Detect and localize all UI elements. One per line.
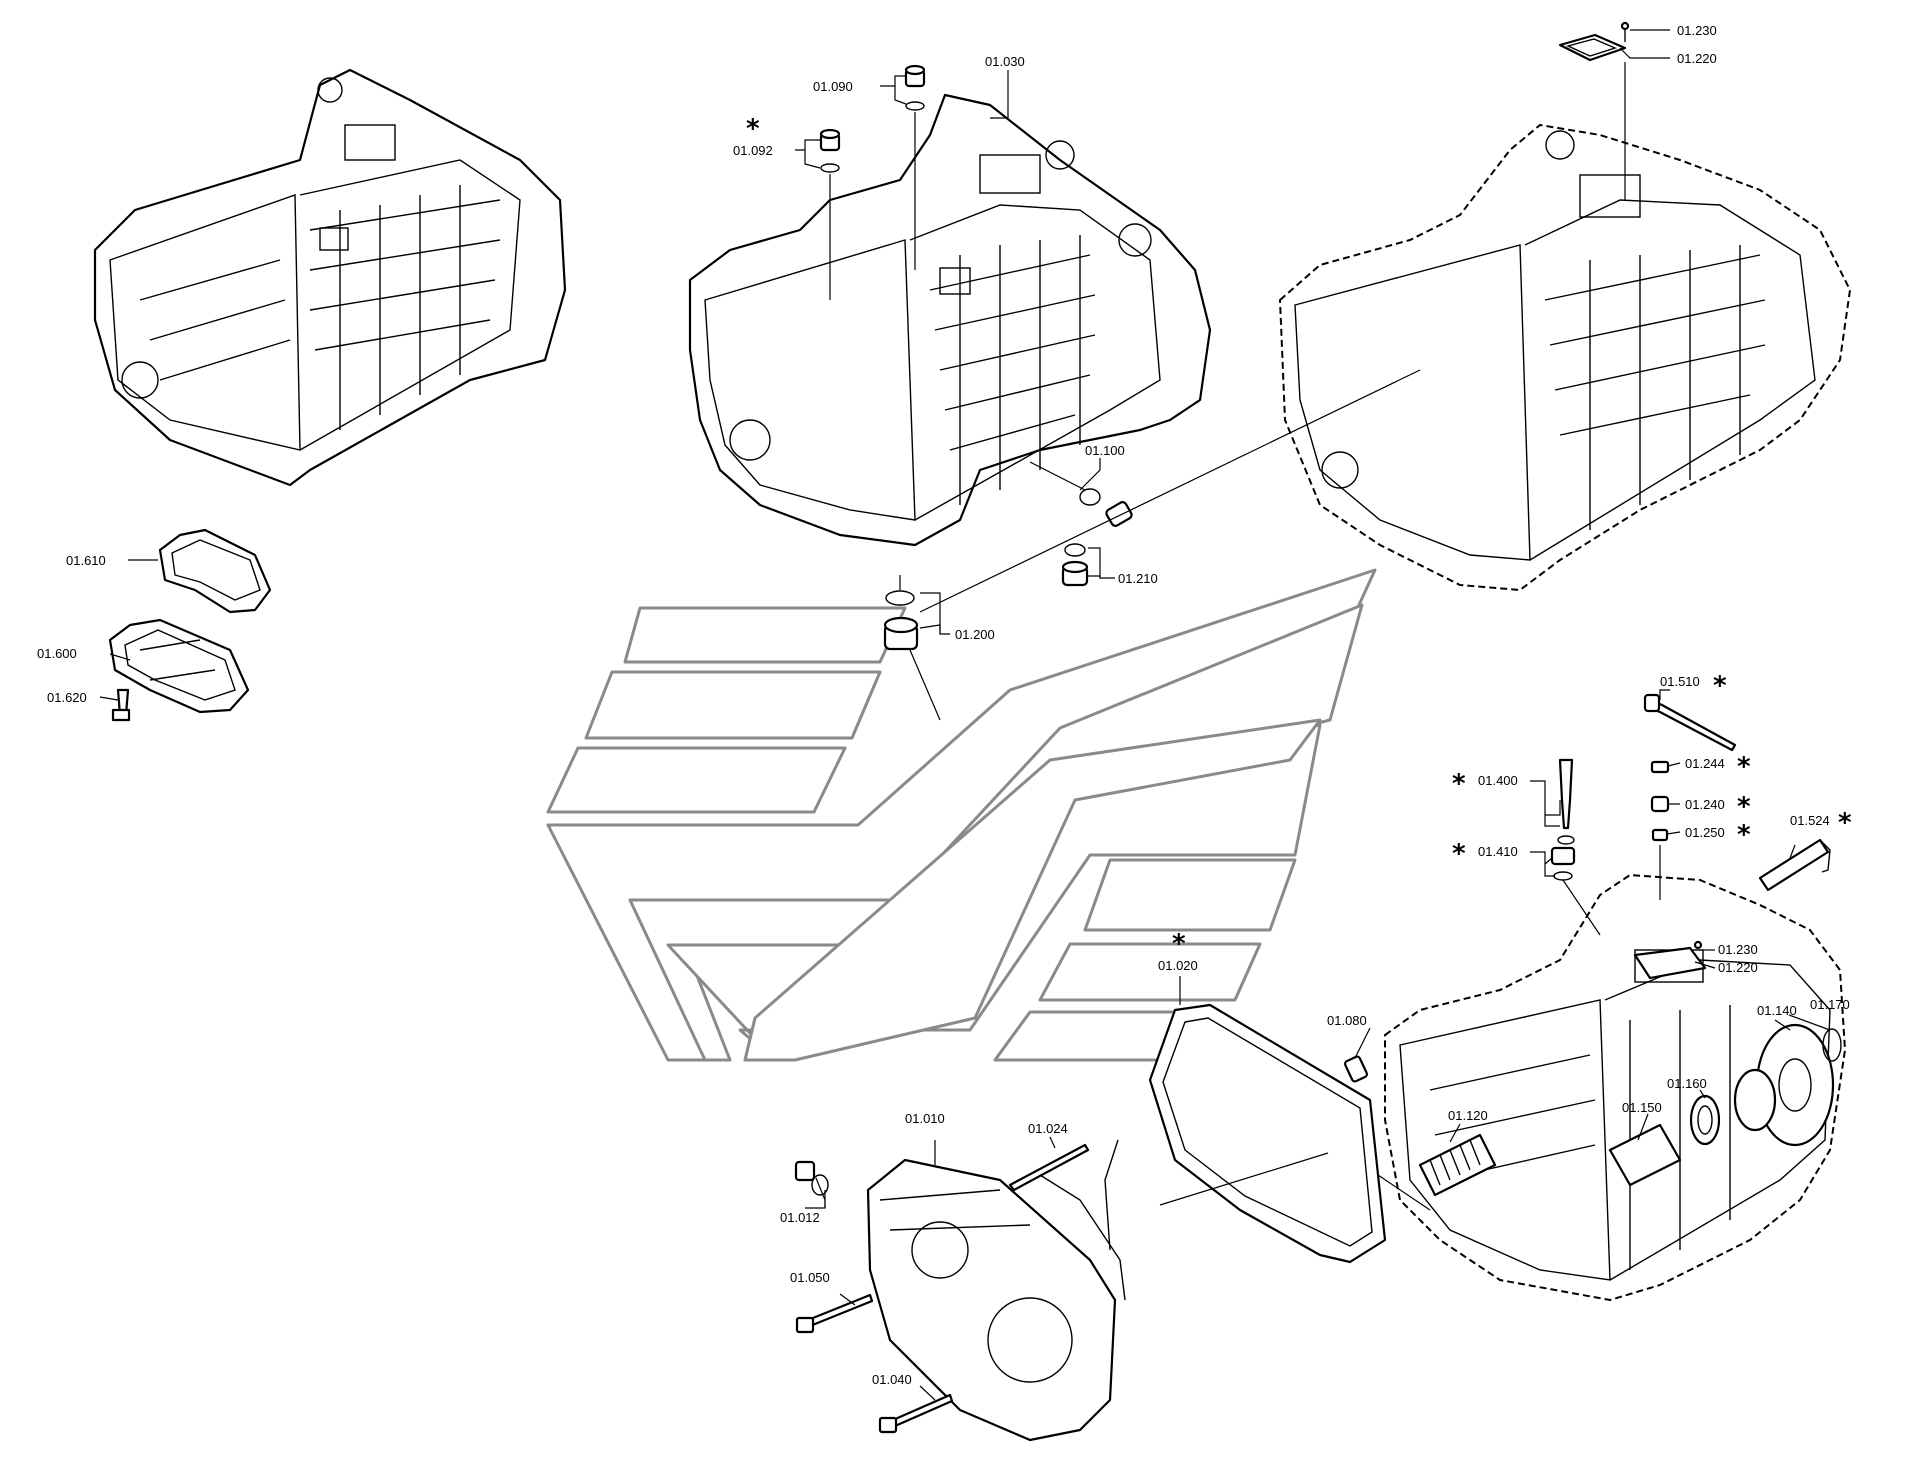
callout-01-620: 01.620	[47, 690, 87, 705]
small-parts-right	[1343, 693, 1842, 1197]
callout-01-230-right: 01.230	[1718, 942, 1758, 957]
clip-01-524	[1758, 838, 1830, 892]
background-logo	[546, 568, 1377, 1062]
bolt-01-040	[891, 1393, 954, 1428]
gearbox-housing-01-030	[688, 93, 1212, 547]
callout-01-020: 01.020	[1158, 958, 1198, 973]
cover-plate-01-220	[1558, 33, 1627, 62]
cover-gasket-01-610	[158, 528, 272, 614]
callout-01-050: 01.050	[790, 1270, 830, 1285]
callout-01-140: 01.140	[1757, 1003, 1797, 1018]
asterisk-01-400: *	[1452, 769, 1466, 799]
callout-01-080: 01.080	[1327, 1013, 1367, 1028]
callout-01-030: 01.030	[985, 54, 1025, 69]
callout-01-400: 01.400	[1478, 773, 1518, 788]
asterisk-01-250: *	[1737, 820, 1751, 850]
cover-plate-01-220-right	[1633, 946, 1707, 980]
screw-01-230	[1620, 21, 1630, 31]
asterisk-01-244: *	[1737, 752, 1751, 782]
callout-01-150: 01.150	[1622, 1100, 1662, 1115]
plug-01-012	[794, 1160, 816, 1182]
asterisk-01-524: *	[1838, 808, 1852, 838]
asterisk-01-510: *	[1713, 671, 1727, 701]
seal-ring-01-210	[1064, 543, 1086, 557]
ring-01-250	[1651, 828, 1669, 842]
callout-01-250: 01.250	[1685, 825, 1725, 840]
circlip-01-170	[1822, 1028, 1842, 1062]
callout-01-024: 01.024	[1028, 1121, 1068, 1136]
callout-01-410: 01.410	[1478, 844, 1518, 859]
seal-ring-01-200	[885, 590, 915, 606]
callout-01-010: 01.010	[905, 1111, 945, 1126]
callout-01-244: 01.244	[1685, 756, 1725, 771]
callout-01-240: 01.240	[1685, 797, 1725, 812]
seal-ring-01-100	[1079, 488, 1101, 506]
asterisk-01-240: *	[1737, 792, 1751, 822]
cover-plate-01-600	[108, 618, 250, 714]
sensor-01-400	[1558, 758, 1574, 830]
screw-01-230-right	[1693, 940, 1703, 950]
small-parts-top-middle	[819, 64, 1421, 721]
plug-01-240	[1650, 795, 1670, 813]
cover-assembly-left	[108, 528, 272, 722]
callout-01-090: 01.090	[813, 79, 853, 94]
bolt-01-050	[806, 1293, 874, 1328]
pin-01-080	[1343, 1055, 1369, 1083]
bearing-01-160	[1689, 1094, 1721, 1146]
cover-01-010	[866, 1158, 1117, 1442]
tube-01-024	[1008, 1143, 1090, 1192]
small-parts-top-right	[1558, 21, 1630, 200]
gearbox-housing-reference-right	[1278, 123, 1852, 592]
plug-01-100	[1105, 501, 1133, 527]
callout-01-012: 01.012	[780, 1210, 820, 1225]
callout-01-610: 01.610	[66, 553, 106, 568]
callout-01-160: 01.160	[1667, 1076, 1707, 1091]
callout-01-510: 01.510	[1660, 674, 1700, 689]
sleeve-01-150	[1608, 1123, 1682, 1187]
plug-01-410	[1550, 846, 1576, 866]
asterisk-01-410: *	[1452, 839, 1466, 869]
callout-01-170: 01.170	[1810, 997, 1850, 1012]
asterisk-01-020: *	[1172, 929, 1186, 959]
callout-01-220-top: 01.220	[1677, 51, 1717, 66]
callout-01-100: 01.100	[1085, 443, 1125, 458]
callout-labels: 01.090 01.030 01.092 01.100 01.210 01.20…	[37, 23, 1850, 1387]
pipe-01-024	[1039, 1139, 1126, 1301]
callout-01-210: 01.210	[1118, 571, 1158, 586]
asterisk-markers: * * * * * * * * *	[746, 114, 1852, 959]
callout-01-230-top: 01.230	[1677, 23, 1717, 38]
callout-01-200: 01.200	[955, 627, 995, 642]
gearbox-housing-reference-bottom-right	[1384, 873, 1847, 1302]
small-parts-bottom	[794, 1003, 1431, 1442]
callout-01-040: 01.040	[872, 1372, 912, 1387]
seal-01-244	[1650, 760, 1670, 774]
dipstick-01-510	[1646, 698, 1737, 752]
gasket-01-020	[1148, 1003, 1387, 1264]
callout-01-220-right: 01.220	[1718, 960, 1758, 975]
callout-01-092: 01.092	[733, 143, 773, 158]
gearbox-housing-reference-left	[93, 68, 567, 487]
callout-leaders	[99, 29, 1831, 1401]
callout-01-600: 01.600	[37, 646, 77, 661]
callout-01-524: 01.524	[1790, 813, 1830, 828]
callout-01-120: 01.120	[1448, 1108, 1488, 1123]
asterisk-01-092: *	[746, 114, 760, 144]
